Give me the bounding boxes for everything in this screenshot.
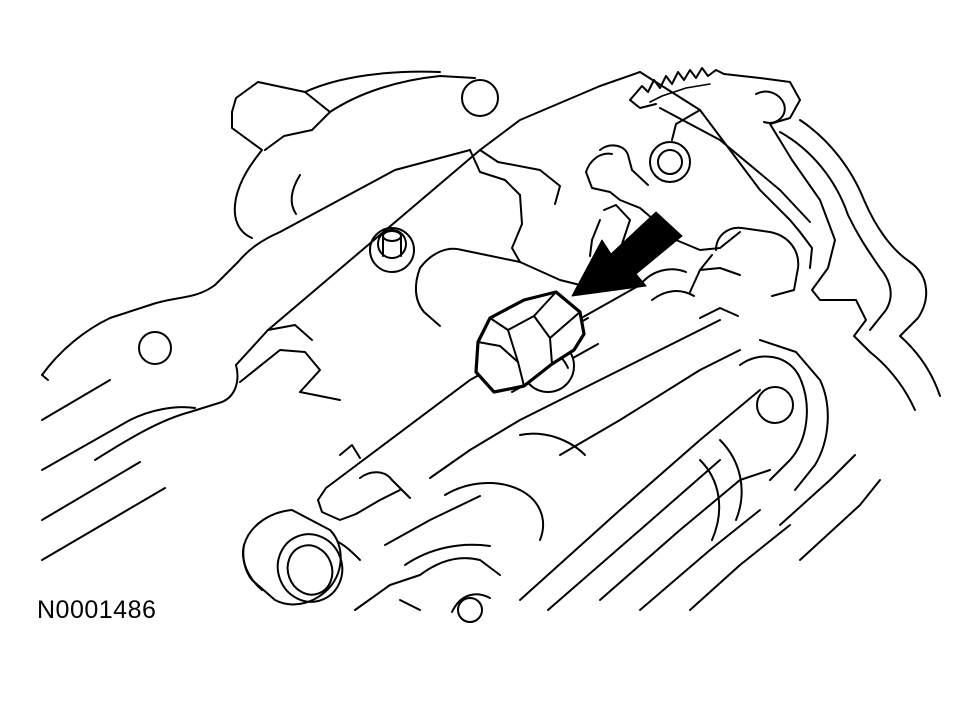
figure-id-label: N0001486 <box>37 596 157 624</box>
upper-channel <box>235 71 641 401</box>
hex-bolt <box>474 290 599 394</box>
casting-lower-right <box>354 389 791 623</box>
rack-teeth <box>629 67 725 109</box>
casting-right <box>559 73 941 561</box>
cylindrical-plug <box>242 509 344 606</box>
valve-linkage <box>414 71 813 327</box>
arrow-indicator <box>571 211 683 297</box>
casting-upper-left <box>41 70 499 561</box>
